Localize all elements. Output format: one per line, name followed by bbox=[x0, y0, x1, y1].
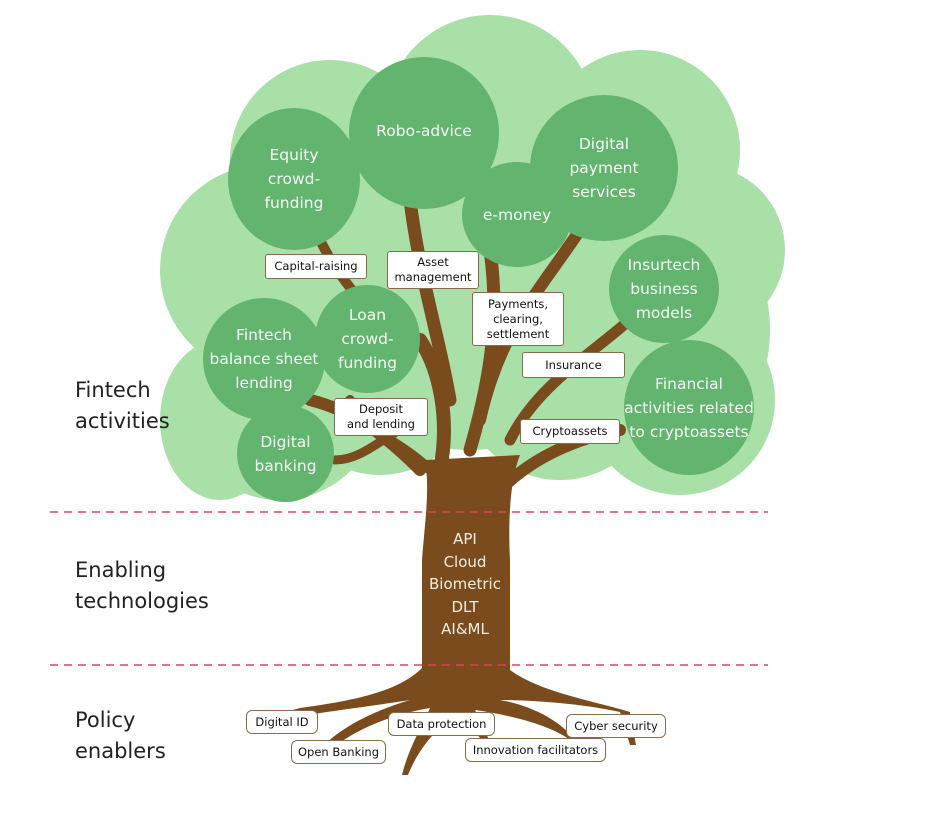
tech-api: API bbox=[453, 530, 477, 548]
branch-label-capital-raising: Capital-raising bbox=[265, 254, 367, 279]
trunk-main bbox=[250, 455, 636, 775]
policy-cyber-security: Cyber security bbox=[566, 714, 666, 738]
level-fintech-activities: Fintech activities bbox=[75, 375, 170, 437]
policy-open-banking: Open Banking bbox=[291, 740, 386, 764]
tech-cloud: Cloud bbox=[443, 552, 487, 571]
level-label-line: Enabling bbox=[75, 558, 167, 582]
activity-robo-advice: Robo-advice bbox=[349, 57, 499, 209]
policy-digital-id: Digital ID bbox=[246, 710, 318, 734]
tech-biometric: Biometric bbox=[429, 575, 501, 593]
level-enabling-technologies: Enabling technologies bbox=[75, 555, 209, 617]
branch-label-insurance: Insurance bbox=[522, 352, 625, 378]
level-policy-enablers: Policy enablers bbox=[75, 705, 166, 767]
tech-dlt: DLT bbox=[451, 597, 479, 616]
enabling-technologies-list: API Cloud Biometric DLT AI&ML bbox=[420, 528, 510, 641]
policy-innovation-facilitators: Innovation facilitators bbox=[465, 738, 606, 762]
branch-label-cryptoassets: Cryptoassets bbox=[520, 419, 620, 444]
branch-label-payments: Payments,clearing,settlement bbox=[472, 292, 564, 346]
policy-data-protection: Data protection bbox=[388, 712, 495, 736]
level-label-line: enablers bbox=[75, 739, 166, 763]
level-label-line: Fintech bbox=[75, 378, 151, 402]
level-label-line: activities bbox=[75, 409, 170, 433]
level-label-line: technologies bbox=[75, 589, 209, 613]
activity-e-money: e-money bbox=[462, 162, 572, 267]
level-label-line: Policy bbox=[75, 708, 136, 732]
tech-ai-ml: AI&ML bbox=[441, 620, 489, 638]
